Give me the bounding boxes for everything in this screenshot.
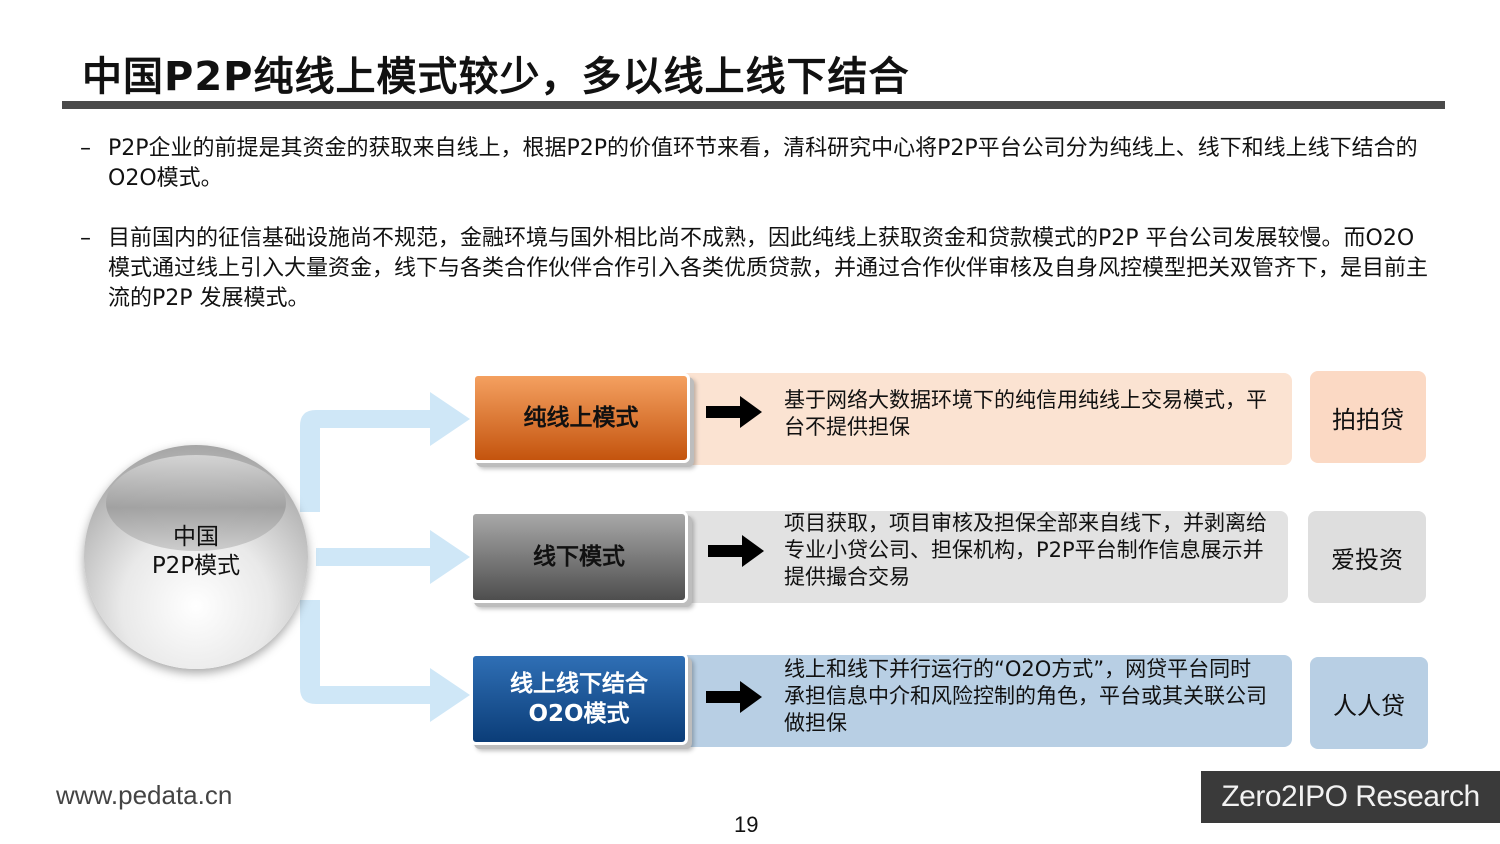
bullet-item: – 目前国内的征信基础设施尚不规范，金融环境与国外相比尚不成熟，因此纯线上获取资…	[80, 224, 1430, 314]
title-divider	[62, 101, 1445, 109]
connector-arrow-top	[300, 392, 470, 512]
page-title: 中国P2P纯线上模式较少，多以线上线下结合	[82, 54, 910, 100]
model-offline-button: 线下模式	[470, 511, 688, 603]
row-o2o-description: 线上和线下并行运行的“O2O方式”，网贷平台同时承担信息中介和风险控制的角色，平…	[784, 657, 1267, 735]
row-offline-description: 项目获取，项目审核及担保全部来自线下，并剥离给专业小贷公司、担保机构，P2P平台…	[784, 511, 1267, 589]
row-online-description: 基于网络大数据环境下的纯信用纯线上交易模式，平台不提供担保	[784, 388, 1267, 439]
bullet-dash: –	[80, 226, 91, 251]
model-online-button: 纯线上模式	[472, 373, 690, 463]
connector-arrow-middle	[316, 530, 470, 584]
sphere-highlight	[106, 455, 286, 551]
row-online-description-box	[680, 373, 1292, 465]
bullet-dash: –	[80, 136, 91, 161]
row-online-arrow-icon	[706, 396, 762, 428]
footer-url: www.pedata.cn	[56, 780, 233, 810]
bullet-text: 目前国内的征信基础设施尚不规范，金融环境与国外相比尚不成熟，因此纯线上获取资金和…	[108, 226, 1429, 311]
row-offline-arrow-icon	[708, 535, 764, 567]
row-offline-description-box	[680, 511, 1288, 603]
center-label: 中国 P2P模式	[84, 523, 308, 581]
company-o2o: 人人贷	[1310, 657, 1428, 749]
bullet-text: P2P企业的前提是其资金的获取来自线上，根据P2P的价值环节来看，清科研究中心将…	[108, 136, 1418, 191]
center-label-line2: P2P模式	[151, 553, 241, 579]
row-o2o-arrow-icon	[706, 681, 762, 713]
bullet-list: – P2P企业的前提是其资金的获取来自线上，根据P2P的价值环节来看，清科研究中…	[80, 134, 1430, 314]
connector-arrow-bottom	[300, 600, 470, 722]
row-o2o-description-box	[680, 655, 1292, 747]
bullet-item: – P2P企业的前提是其资金的获取来自线上，根据P2P的价值环节来看，清科研究中…	[80, 134, 1430, 194]
model-o2o-button: 线上线下结合 O2O模式	[470, 653, 688, 745]
company-offline: 爱投资	[1308, 511, 1426, 603]
page-number: 19	[734, 812, 759, 837]
center-sphere: 中国 P2P模式	[84, 445, 308, 669]
center-label-line1: 中国	[173, 524, 219, 550]
company-online: 拍拍贷	[1310, 371, 1426, 463]
brand-logo: Zero2IPO Research	[1201, 771, 1500, 823]
